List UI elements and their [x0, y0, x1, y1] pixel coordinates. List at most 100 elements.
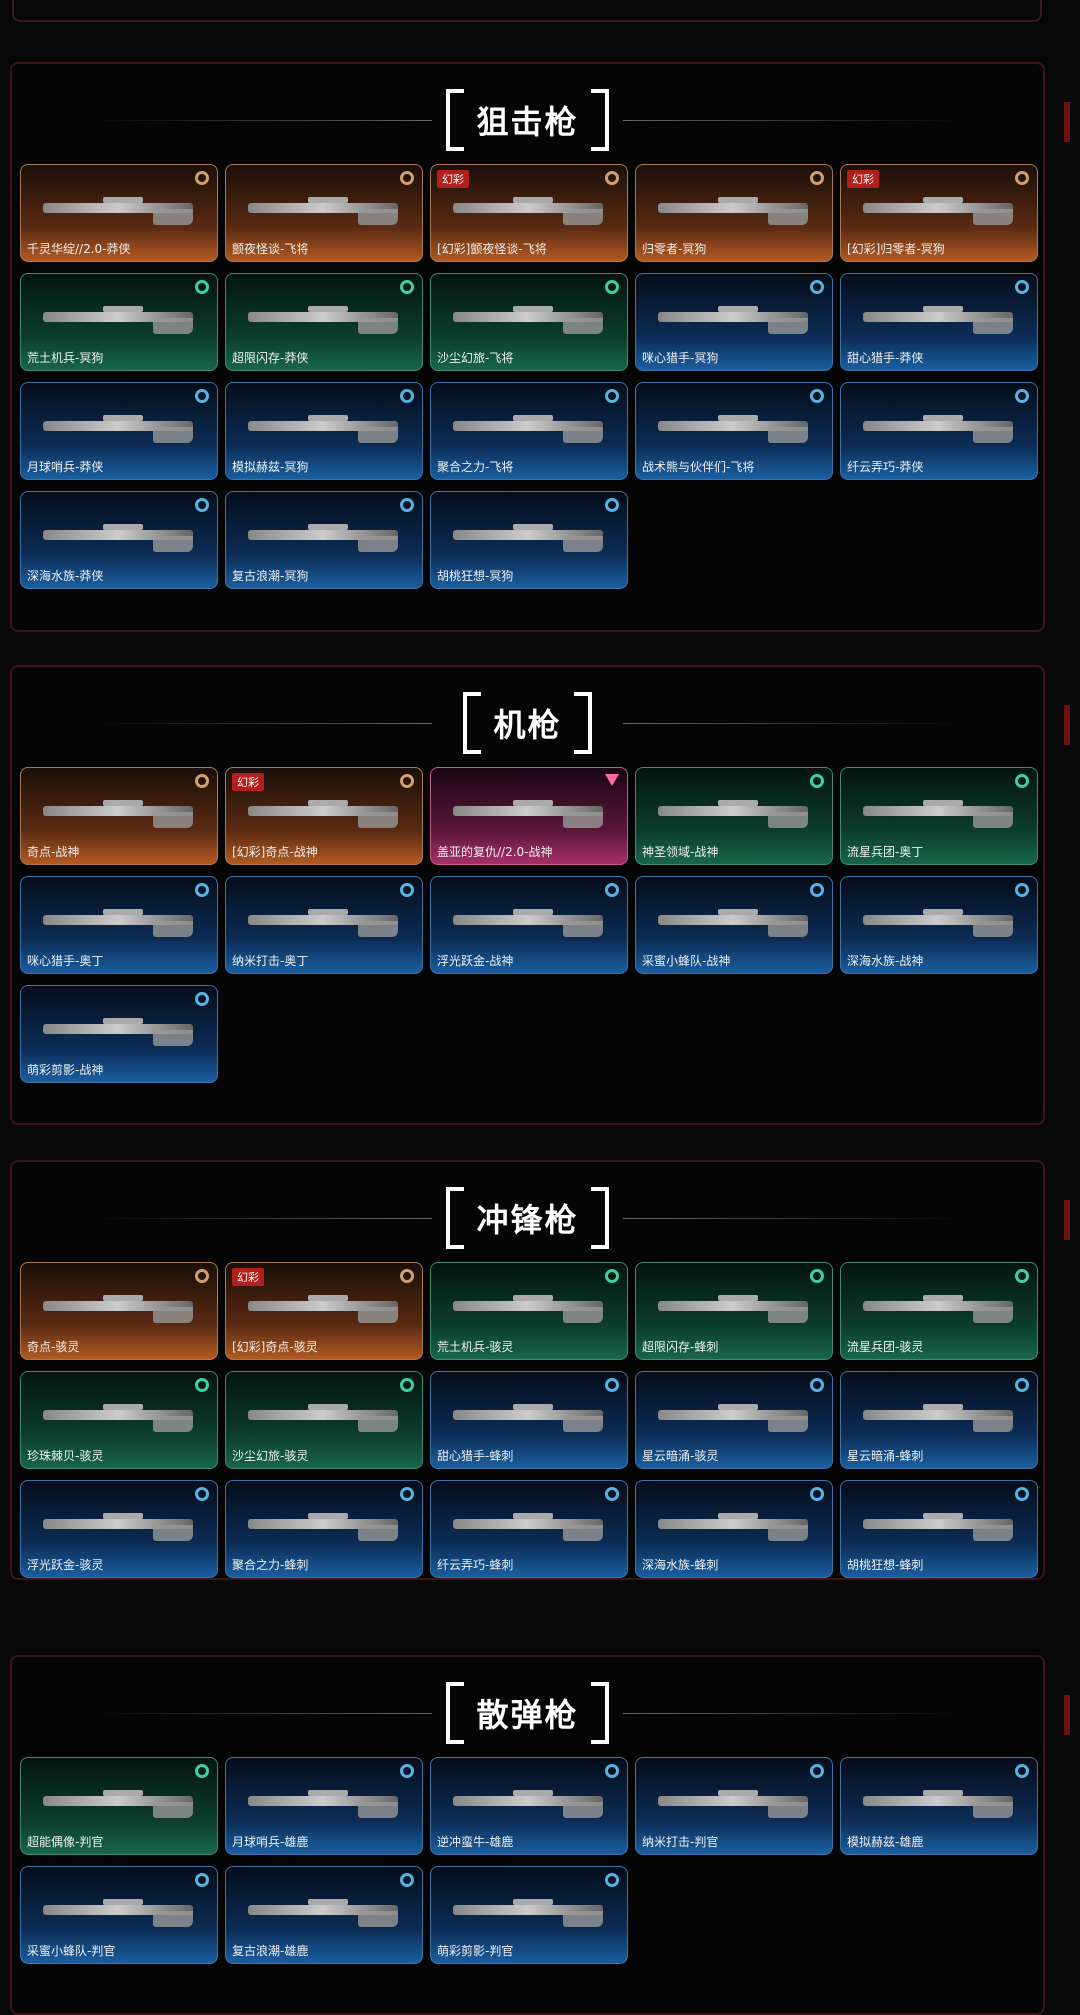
skin-card[interactable]: 奇点-战神	[20, 767, 218, 865]
skin-card[interactable]: 珍珠棘贝-骇灵	[20, 1371, 218, 1469]
section-title-text: 狙击枪	[446, 89, 609, 151]
colorful-tag: 幻彩	[232, 1268, 264, 1286]
weapon-image	[863, 800, 1013, 828]
skin-card[interactable]: 月球哨兵-雄鹿	[225, 1757, 423, 1855]
section-title: 机枪	[12, 692, 1043, 754]
skin-card[interactable]: 纳米打击-判官	[635, 1757, 833, 1855]
weapon-image	[43, 1018, 193, 1046]
skin-card[interactable]: 沙尘幻旅-飞将	[430, 273, 628, 371]
rarity-icon	[400, 1378, 414, 1392]
section-shotgun: 散弹枪超能偶像-判官月球哨兵-雄鹿逆冲蛮牛-雄鹿纳米打击-判官模拟赫兹-雄鹿采蜜…	[10, 1655, 1045, 2015]
skin-card[interactable]: 归零者-冥狗	[635, 164, 833, 262]
rarity-icon	[605, 389, 619, 403]
skin-card[interactable]: 深海水族-莽侠	[20, 491, 218, 589]
skin-card[interactable]: 浮光跃金-骇灵	[20, 1480, 218, 1578]
skin-name: 纤云弄巧-蜂刺	[437, 1558, 514, 1572]
skin-card[interactable]: 咪心猎手-冥狗	[635, 273, 833, 371]
skin-card[interactable]: 千灵华绽//2.0-莽侠	[20, 164, 218, 262]
skin-card[interactable]: 深海水族-蜂刺	[635, 1480, 833, 1578]
skin-card[interactable]: 星云暗涌-骇灵	[635, 1371, 833, 1469]
weapon-image	[863, 1790, 1013, 1818]
weapon-image	[43, 1790, 193, 1818]
skin-name: 聚合之力-飞将	[437, 460, 514, 474]
skin-card[interactable]: 流星兵团-奥丁	[840, 767, 1038, 865]
rarity-icon	[195, 883, 209, 897]
skin-card[interactable]: 月球哨兵-莽侠	[20, 382, 218, 480]
skin-card[interactable]: 奇点-骇灵	[20, 1262, 218, 1360]
skin-card[interactable]: 聚合之力-蜂刺	[225, 1480, 423, 1578]
skin-card[interactable]: 超限闪存-蜂刺	[635, 1262, 833, 1360]
skin-card[interactable]: 幻彩[幻彩]颤夜怪谈-飞将	[430, 164, 628, 262]
skin-name: 甜心猎手-蜂刺	[437, 1449, 514, 1463]
weapon-image	[43, 1513, 193, 1541]
rarity-icon	[195, 1269, 209, 1283]
rarity-icon	[195, 1873, 209, 1887]
weapon-image	[863, 306, 1013, 334]
skin-card[interactable]: 甜心猎手-蜂刺	[430, 1371, 628, 1469]
skin-card[interactable]: 流星兵团-骇灵	[840, 1262, 1038, 1360]
divider	[92, 723, 432, 724]
skin-name: 星云暗涌-骇灵	[642, 1449, 719, 1463]
skin-card[interactable]: 萌彩剪影-判官	[430, 1866, 628, 1964]
skin-card[interactable]: 深海水族-战神	[840, 876, 1038, 974]
skin-card[interactable]: 荒土机兵-冥狗	[20, 273, 218, 371]
skin-name: 千灵华绽//2.0-莽侠	[27, 242, 131, 256]
rarity-icon	[400, 280, 414, 294]
skin-card[interactable]: 复古浪潮-冥狗	[225, 491, 423, 589]
skin-card[interactable]: 咪心猎手-奥丁	[20, 876, 218, 974]
skin-name: 浮光跃金-骇灵	[27, 1558, 104, 1572]
skin-card[interactable]: 萌彩剪影-战神	[20, 985, 218, 1083]
skin-card[interactable]: 纤云弄巧-蜂刺	[430, 1480, 628, 1578]
skin-card[interactable]: 胡桃狂想-冥狗	[430, 491, 628, 589]
skin-grid: 奇点-战神幻彩[幻彩]奇点-战神盖亚的复仇//2.0-战神神圣领域-战神流星兵团…	[20, 767, 1038, 1083]
skin-card[interactable]: 模拟赫兹-冥狗	[225, 382, 423, 480]
skin-name: 星云暗涌-蜂刺	[847, 1449, 924, 1463]
skin-name: [幻彩]归零者-冥狗	[847, 242, 945, 256]
skin-card[interactable]: 采蜜小蜂队-战神	[635, 876, 833, 974]
skin-card[interactable]: 模拟赫兹-雄鹿	[840, 1757, 1038, 1855]
skin-card[interactable]: 荒土机兵-骇灵	[430, 1262, 628, 1360]
skin-card[interactable]: 沙尘幻旅-骇灵	[225, 1371, 423, 1469]
skin-name: 萌彩剪影-战神	[27, 1063, 104, 1077]
skin-card[interactable]: 逆冲蛮牛-雄鹿	[430, 1757, 628, 1855]
rarity-icon	[195, 774, 209, 788]
skin-card[interactable]: 纳米打击-奥丁	[225, 876, 423, 974]
skin-card[interactable]: 超能偶像-判官	[20, 1757, 218, 1855]
skin-card[interactable]: 幻彩[幻彩]奇点-骇灵	[225, 1262, 423, 1360]
skin-card[interactable]: 超限闪存-莽侠	[225, 273, 423, 371]
skin-name: 超限闪存-蜂刺	[642, 1340, 719, 1354]
weapon-image	[658, 1513, 808, 1541]
skin-card[interactable]: 采蜜小蜂队-判官	[20, 1866, 218, 1964]
skin-card[interactable]: 星云暗涌-蜂刺	[840, 1371, 1038, 1469]
skin-card[interactable]: 甜心猎手-莽侠	[840, 273, 1038, 371]
skin-card[interactable]: 胡桃狂想-蜂刺	[840, 1480, 1038, 1578]
section-title-text: 机枪	[463, 692, 592, 754]
skin-name: 浮光跃金-战神	[437, 954, 514, 968]
skin-card[interactable]: 浮光跃金-战神	[430, 876, 628, 974]
skin-card[interactable]: 幻彩[幻彩]奇点-战神	[225, 767, 423, 865]
skin-name: 月球哨兵-莽侠	[27, 460, 104, 474]
skin-name: 复古浪潮-冥狗	[232, 569, 309, 583]
weapon-image	[248, 1899, 398, 1927]
skin-card[interactable]: 幻彩[幻彩]归零者-冥狗	[840, 164, 1038, 262]
divider	[623, 1218, 963, 1219]
skin-name: 流星兵团-奥丁	[847, 845, 924, 859]
weapon-image	[863, 1513, 1013, 1541]
skin-grid: 千灵华绽//2.0-莽侠 颤夜怪谈-飞将幻彩[幻彩]颤夜怪谈-飞将归零者-冥狗幻彩…	[20, 164, 1038, 589]
skin-card[interactable]: 战术熊与伙伴们-飞将	[635, 382, 833, 480]
skin-card[interactable]: 聚合之力-飞将	[430, 382, 628, 480]
rarity-icon	[400, 1269, 414, 1283]
weapon-image	[43, 306, 193, 334]
rarity-icon	[195, 992, 209, 1006]
skin-name: 模拟赫兹-雄鹿	[847, 1835, 924, 1849]
skin-card[interactable]: 纤云弄巧-莽侠	[840, 382, 1038, 480]
skin-name: 沙尘幻旅-骇灵	[232, 1449, 309, 1463]
skin-card[interactable]: 盖亚的复仇//2.0-战神	[430, 767, 628, 865]
skin-card[interactable]: 颤夜怪谈-飞将	[225, 164, 423, 262]
rarity-icon	[400, 1873, 414, 1887]
skin-card[interactable]: 复古浪潮-雄鹿	[225, 1866, 423, 1964]
rarity-icon	[400, 774, 414, 788]
skin-card[interactable]: 神圣领域-战神	[635, 767, 833, 865]
divider	[623, 120, 963, 121]
rarity-icon	[400, 171, 414, 185]
